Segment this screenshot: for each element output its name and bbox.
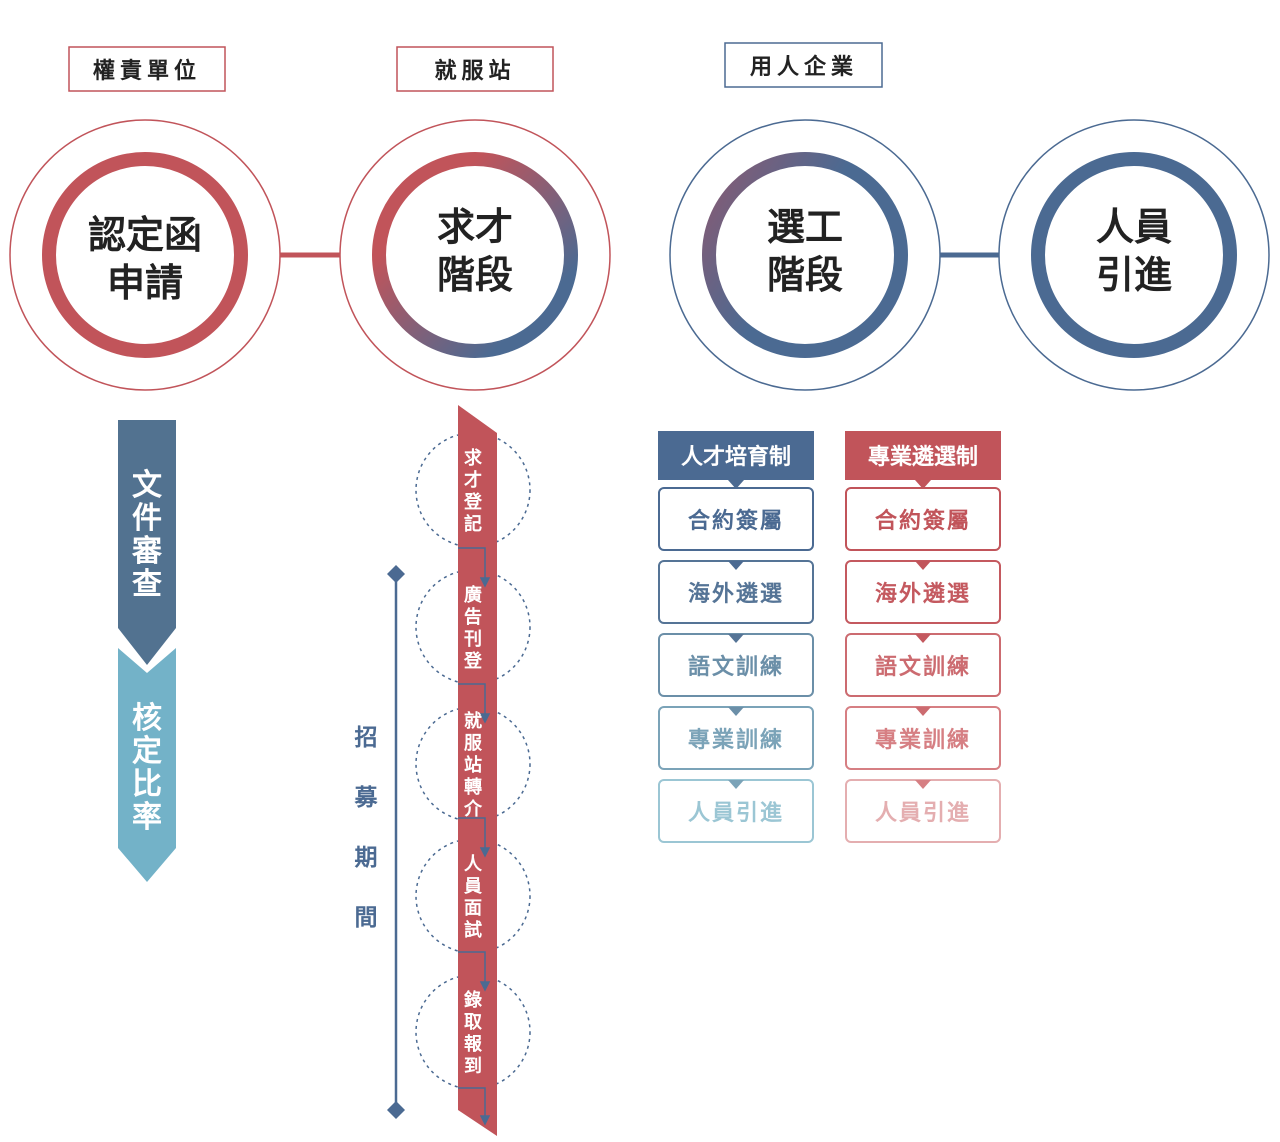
recruit-step-4: 人員面試 [463, 854, 483, 941]
step-approve-ratio-label: 核定比率 [132, 701, 162, 835]
stage-4: 人員 引進 [998, 119, 1270, 391]
stage-2: 求才 階段 [339, 119, 611, 391]
system-1-step-arrow-3 [728, 707, 744, 716]
stage-2-line2: 階段 [437, 253, 513, 297]
recruit-period-label: 招募期間 [354, 724, 379, 931]
system-1-step-arrow-4 [728, 780, 744, 789]
system-1-title: 人才培育制 [681, 444, 791, 470]
recruit-arrows [458, 547, 491, 1126]
role-station-label: 就服站 [434, 58, 515, 84]
system-2-title: 專業遴選制 [868, 444, 978, 470]
period-start-marker [387, 565, 405, 583]
authority-steps: 文件審查 核定比率 [118, 420, 176, 882]
system-1-step-5-label: 人員引進 [688, 801, 784, 826]
system-1-header-arrow [728, 480, 744, 489]
stage-4-line1: 人員 [1096, 205, 1172, 249]
stage-1-line1: 認定函 [88, 213, 202, 257]
role-box-employer: 用人企業 [724, 42, 883, 88]
system-1-step-arrow-1 [728, 561, 744, 570]
system-2-step-1-label: 合約簽屬 [875, 508, 971, 534]
system-2-header [845, 431, 1001, 480]
period-end-marker [387, 1101, 405, 1119]
system-1-step-3-label: 語文訓練 [688, 654, 784, 680]
system-2-step-3-label: 語文訓練 [875, 654, 971, 680]
system-2-step-5-label: 人員引進 [875, 801, 971, 826]
stage-4-line2: 引進 [1096, 253, 1172, 297]
stage-1: 認定函 申請 [9, 119, 281, 391]
system-2-step-arrow-1 [915, 561, 931, 570]
system-2-header-arrow [915, 480, 931, 489]
system-2-step-arrow-2 [915, 634, 931, 643]
recruit-step-3: 就服站轉介 [463, 710, 483, 820]
stage-1-line2: 申請 [107, 261, 183, 305]
recruit-band [458, 405, 497, 1136]
system-2-step-arrow-4 [915, 780, 931, 789]
recruit-step-2: 廣告刊登 [463, 584, 483, 672]
system-1-header [658, 431, 814, 480]
recruit-period: 招募期間 [354, 565, 405, 1119]
step-approve-ratio-text: 核定比率 [132, 701, 162, 835]
selection-systems: 人才培育制合約簽屬海外遴選語文訓練專業訓練人員引進專業遴選制合約簽屬海外遴選語文… [658, 431, 1001, 843]
stage-3-line2: 階段 [767, 253, 843, 297]
system-1-step-1-label: 合約簽屬 [688, 508, 784, 534]
system-2-step-4-label: 專業訓練 [875, 727, 971, 753]
role-box-station: 就服站 [396, 46, 554, 92]
step-document-review-text: 文件審查 [131, 468, 163, 602]
role-authority-label: 權責單位 [93, 58, 201, 84]
role-employer-label: 用人企業 [750, 54, 858, 80]
recruit-step-1: 求才登記 [463, 447, 483, 535]
role-box-authority: 權責單位 [68, 46, 226, 92]
stage-3: 選工 階段 [669, 119, 941, 391]
step-document-review-shape [118, 420, 176, 665]
step-document-review-label: 文件審查 [131, 468, 163, 602]
stage-3-line1: 選工 [767, 205, 843, 249]
system-1-step-1 [658, 487, 814, 551]
system-1-step-arrow-2 [728, 634, 744, 643]
recruit-period-text: 招募期間 [354, 724, 379, 931]
system-1-step-4-label: 專業訓練 [688, 727, 784, 753]
system-2-step-arrow-3 [915, 707, 931, 716]
recruit-step-5: 錄取報到 [464, 989, 483, 1077]
system-2-step-1 [845, 487, 1001, 551]
step-approve-ratio-shape [118, 648, 176, 882]
system-1-step-2-label: 海外遴選 [688, 581, 784, 607]
stage-2-line1: 求才 [437, 205, 513, 249]
system-2-step-2-label: 海外遴選 [875, 581, 971, 607]
